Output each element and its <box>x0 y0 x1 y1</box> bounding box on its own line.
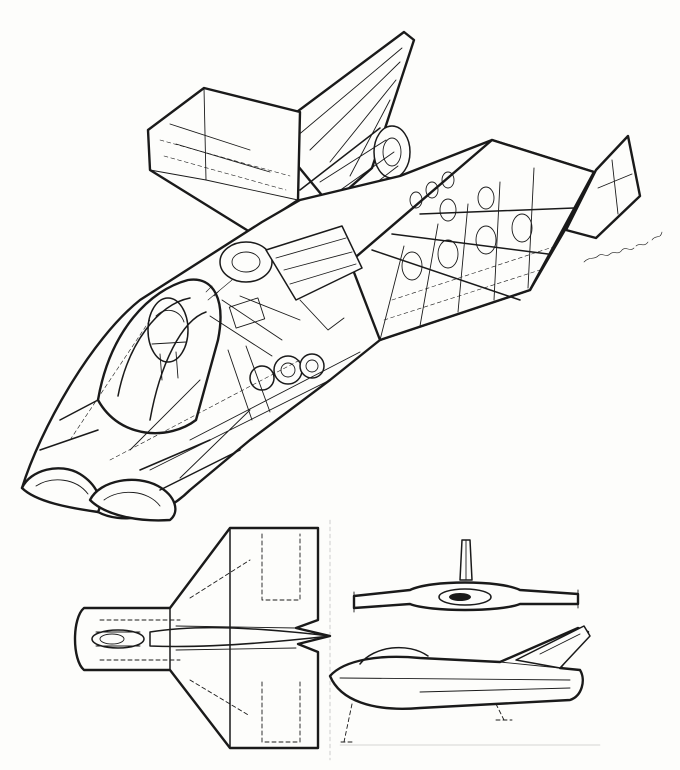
front-view-fin <box>459 539 473 581</box>
plan-canopy <box>91 629 145 649</box>
cockpit-canopy <box>96 278 222 435</box>
left-fin <box>268 30 416 207</box>
front-view-wing <box>352 581 580 613</box>
side-view-fuselage <box>328 626 590 710</box>
right-wingtip-fin <box>564 134 642 240</box>
artist-signature <box>583 231 663 263</box>
skin-panel-lines <box>69 319 361 479</box>
side-view-fin <box>515 625 591 669</box>
plan-outline <box>73 526 332 750</box>
plan-spine <box>149 626 331 648</box>
internal-equipment <box>205 225 363 421</box>
nose-intakes <box>20 399 241 522</box>
right-wing-structure <box>348 138 596 342</box>
cutaway-isometric-view <box>20 30 663 522</box>
